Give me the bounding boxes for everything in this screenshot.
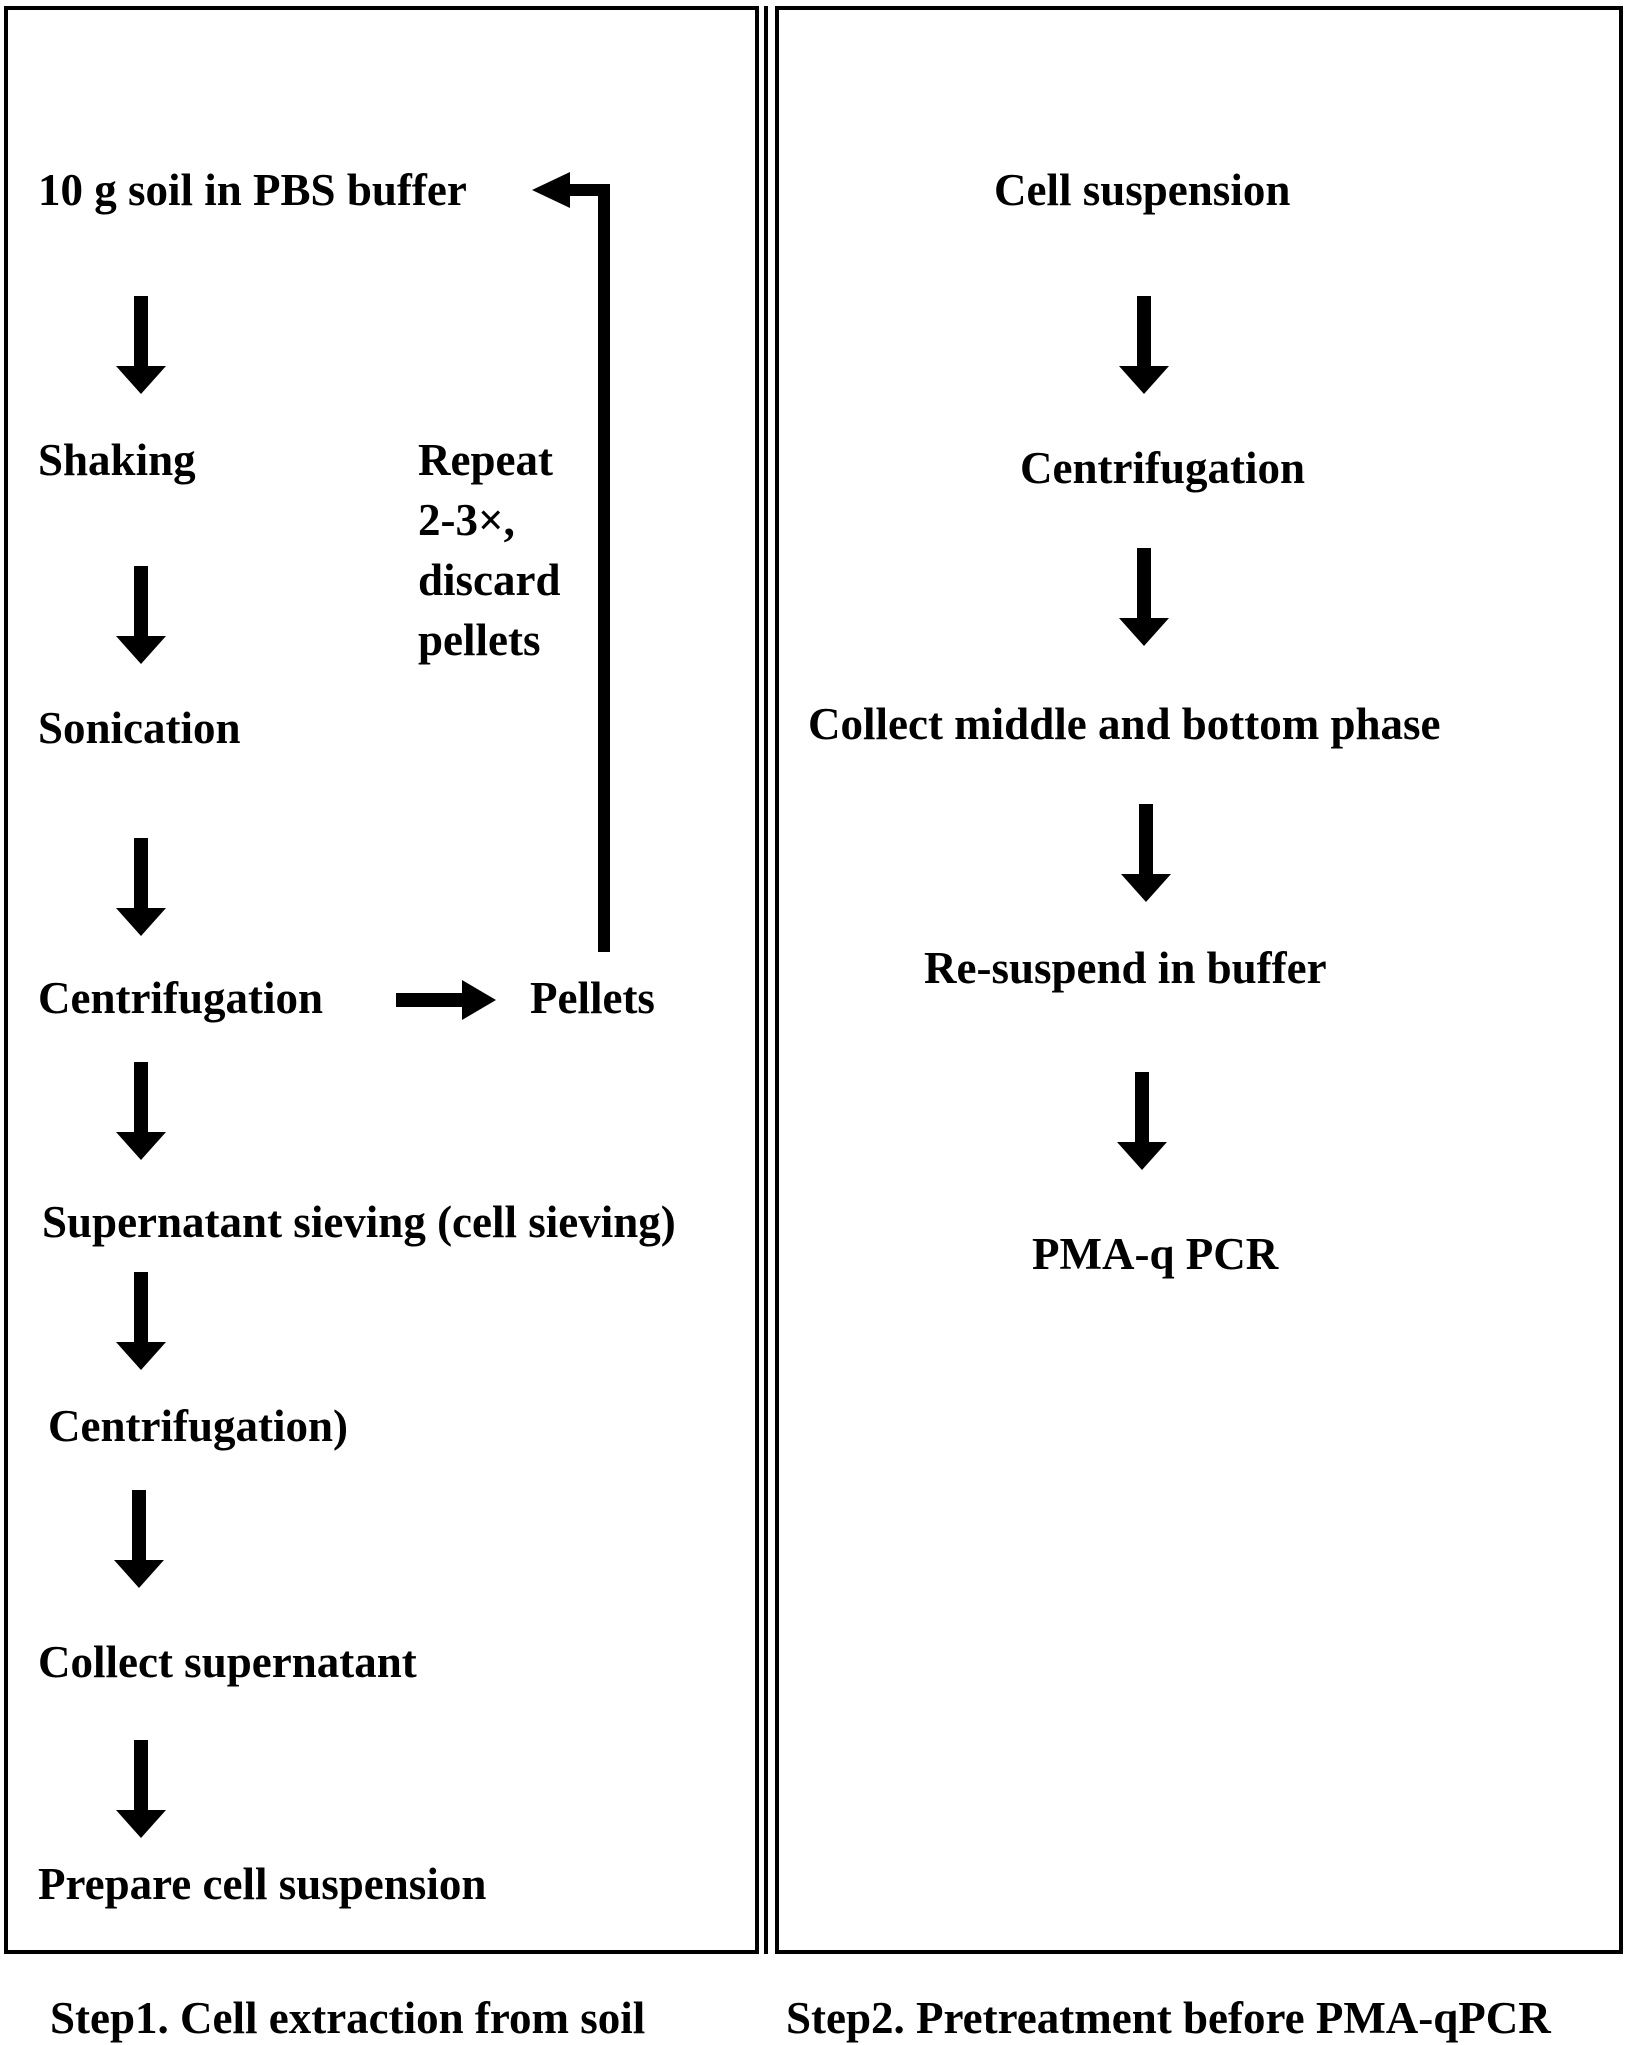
step1-down-arrow-5 (116, 1272, 166, 1370)
step1-node-sonication: Sonication (38, 703, 241, 753)
repeat-note-line-4: pellets (418, 615, 541, 665)
step1-node-centrifugation: Centrifugation (38, 973, 323, 1023)
step1-node-centrifugation-2: Centrifugation) (48, 1401, 348, 1451)
step2-down-arrow-4 (1117, 1072, 1167, 1170)
step1-down-arrow-7 (116, 1740, 166, 1838)
step2-node-cell-suspension: Cell suspension (994, 165, 1291, 215)
step1-down-arrow-2 (116, 566, 166, 664)
step2-node-pma-qpcr: PMA-q PCR (1032, 1229, 1279, 1279)
step1-node-pellets: Pellets (530, 973, 655, 1023)
step2-node-centrifugation: Centrifugation (1020, 443, 1305, 493)
step2-down-arrow-2 (1119, 548, 1169, 646)
step1-caption: Step1. Cell extraction from soil (50, 1993, 646, 2043)
centrifugation-to-pellets-arrow (396, 980, 496, 1020)
step2-down-arrow-3 (1121, 804, 1171, 902)
step1-node-prepare-cell-suspension: Prepare cell suspension (38, 1859, 487, 1909)
step1-node-collect-supernatant: Collect supernatant (38, 1637, 417, 1687)
step2-caption: Step2. Pretreatment before PMA-qPCR (786, 1993, 1551, 2043)
repeat-note-line-2: 2-3×, (418, 495, 515, 545)
step1-down-arrow-4 (116, 1062, 166, 1160)
step1-down-arrow-1 (116, 296, 166, 394)
step2-node-collect-phase: Collect middle and bottom phase (808, 699, 1441, 749)
step1-down-arrow-3 (116, 838, 166, 936)
step2-panel (775, 6, 1623, 1954)
repeat-loop-arrowhead (532, 172, 570, 208)
step2-down-arrow-1 (1119, 296, 1169, 394)
repeat-loop-line (566, 184, 610, 952)
step1-node-soil-in-pbs: 10 g soil in PBS buffer (38, 165, 467, 215)
repeat-note-line-3: discard (418, 555, 561, 605)
step1-node-supernatant-sieving: Supernatant sieving (cell sieving) (42, 1197, 676, 1247)
repeat-note-line-1: Repeat (418, 435, 553, 485)
step1-node-shaking: Shaking (38, 435, 196, 485)
step1-down-arrow-6 (114, 1490, 164, 1588)
step2-node-resuspend: Re-suspend in buffer (924, 943, 1327, 993)
step1-panel (4, 6, 759, 1954)
